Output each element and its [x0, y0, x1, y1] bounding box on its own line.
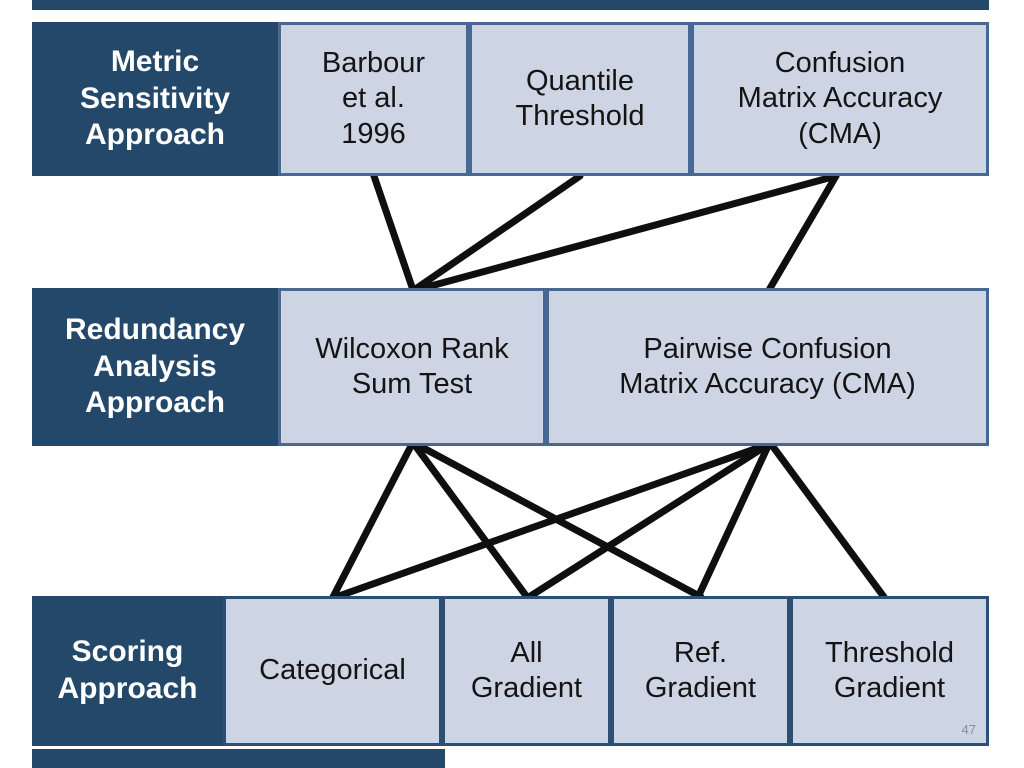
bottom-accent-bar: [32, 749, 445, 768]
connector-pairwise-to-all_gradient: [525, 440, 773, 601]
connector-wilcoxon-to-categorical: [329, 440, 416, 601]
connector-cma-to-pairwise: [765, 172, 840, 294]
connector-quantile-to-wilcoxon: [410, 172, 584, 294]
box-confusion-matrix-accuracy: Confusion Matrix Accuracy (CMA): [691, 22, 989, 176]
box-metric-sensitivity-approach: Metric Sensitivity Approach: [32, 22, 278, 176]
connector-pairwise-to-ref_gradient: [694, 440, 773, 601]
box-redundancy-analysis-approach: Redundancy Analysis Approach: [32, 288, 278, 446]
page-number: 47: [961, 722, 976, 737]
box-threshold-gradient: Threshold Gradient: [790, 596, 989, 746]
connector-wilcoxon-to-all_gradient: [410, 440, 531, 601]
box-scoring-approach: Scoring Approach: [32, 596, 223, 746]
box-wilcoxon-rank-sum-test: Wilcoxon Rank Sum Test: [278, 288, 546, 446]
box-all-gradient: All Gradient: [442, 596, 611, 746]
connector-pairwise-to-categorical: [332, 440, 773, 601]
connector-barbour-to-wilcoxon: [370, 172, 417, 294]
connector-cma-to-wilcoxon: [412, 172, 840, 294]
box-barbour-et-al-1996: Barbour et al. 1996: [278, 22, 469, 176]
top-accent-bar: [32, 0, 989, 10]
box-quantile-threshold: Quantile Threshold: [469, 22, 691, 176]
box-pairwise-confusion-matrix-accuracy: Pairwise Confusion Matrix Accuracy (CMA): [546, 288, 989, 446]
box-ref-gradient: Ref. Gradient: [611, 596, 790, 746]
connector-pairwise-to-threshold_gradient: [767, 440, 888, 601]
box-categorical: Categorical: [223, 596, 442, 746]
